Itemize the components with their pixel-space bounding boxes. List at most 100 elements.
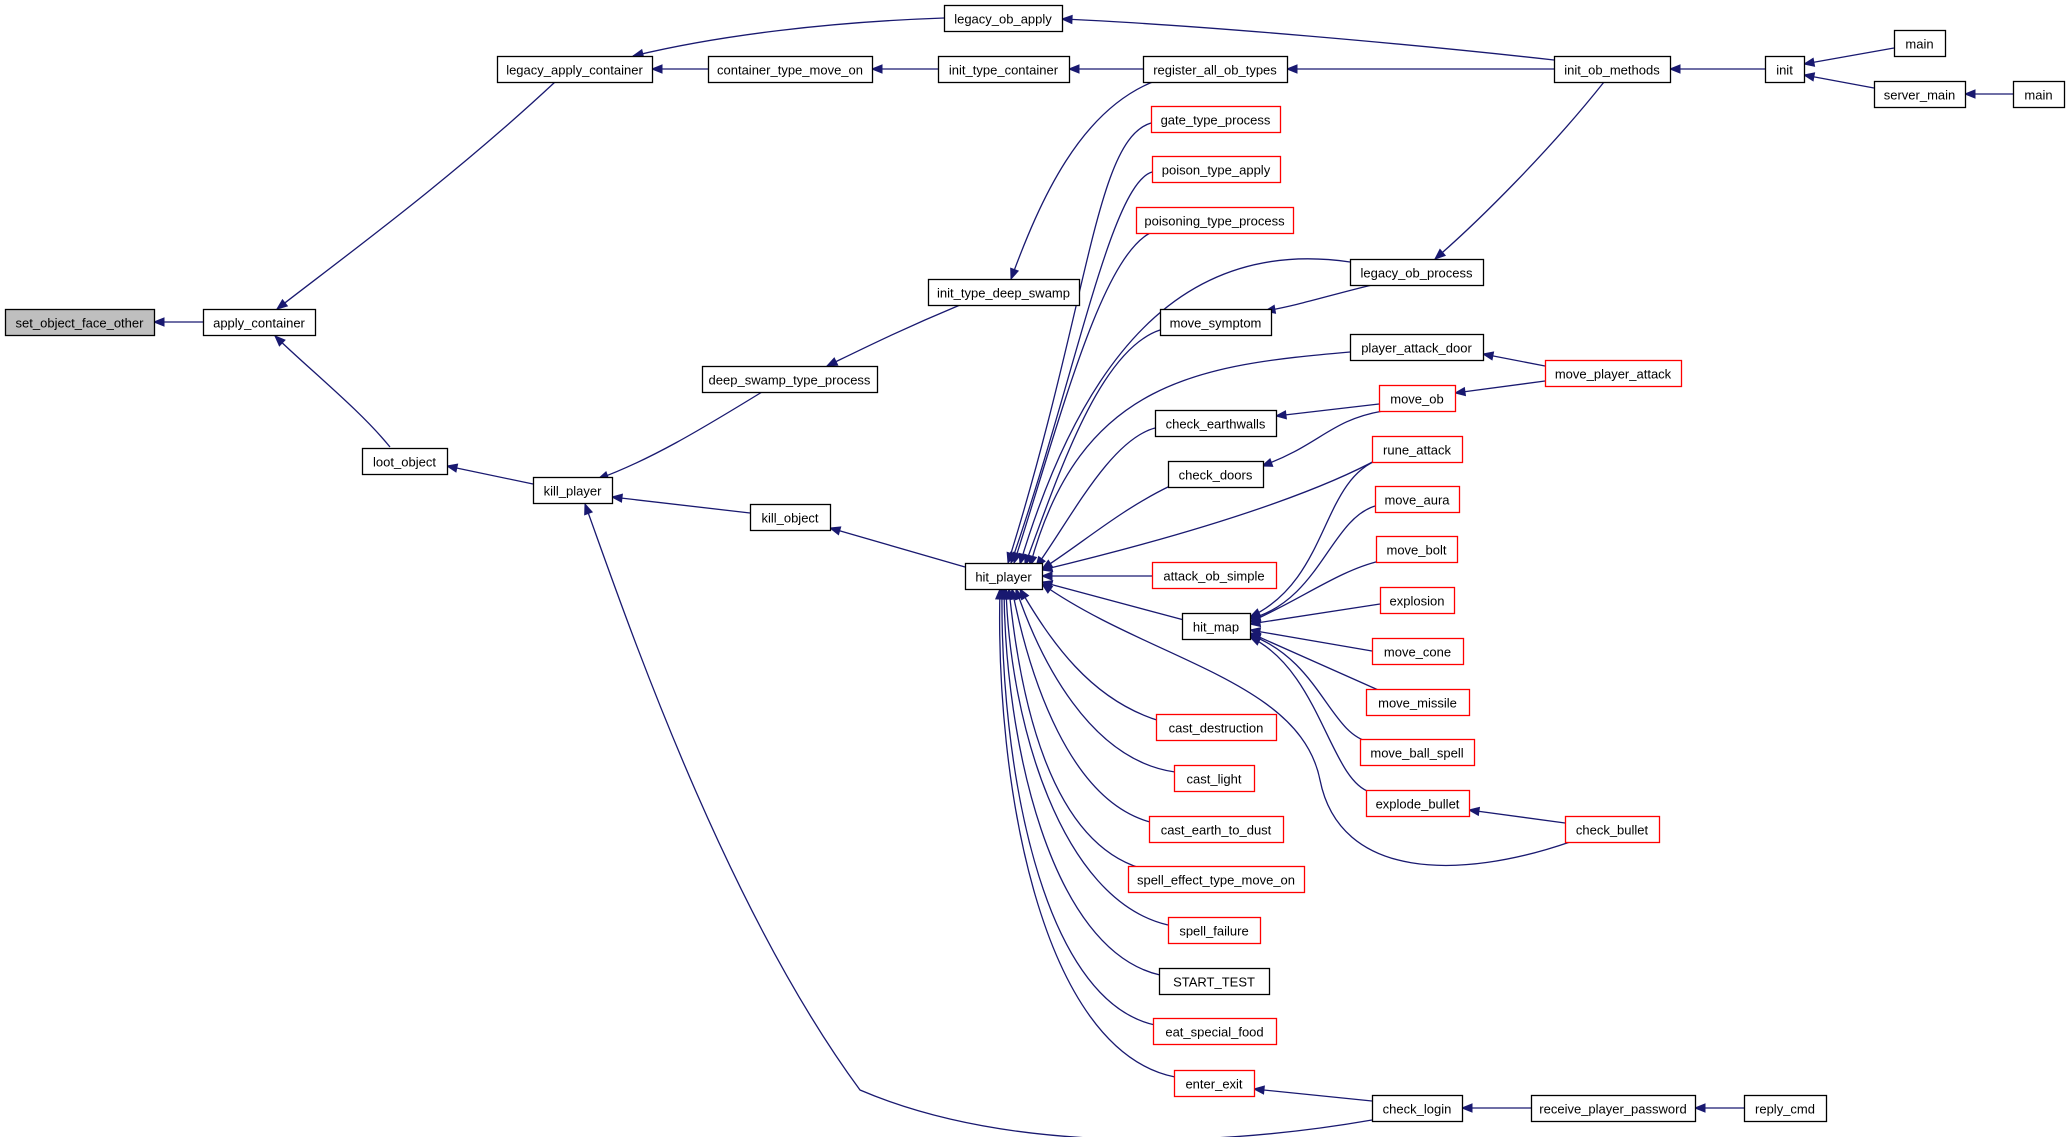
node-label: move_bolt [1387,543,1447,558]
node-explode-bullet[interactable]: explode_bullet [1365,789,1471,818]
node-move-player-attack[interactable]: move_player_attack [1544,359,1683,388]
node-move-symptom[interactable]: move_symptom [1159,308,1273,337]
node-label: reply_cmd [1755,1102,1815,1117]
node-cast-destruction[interactable]: cast_destruction [1155,713,1278,742]
node-move-ball-spell[interactable]: move_ball_spell [1359,738,1476,767]
node-kill-object[interactable]: kill_object [749,503,832,532]
node-register-all-ob-types[interactable]: register_all_ob_types [1142,55,1289,84]
node-move-missile[interactable]: move_missile [1365,688,1471,717]
node-cast-earth-to-dust[interactable]: cast_earth_to_dust [1148,815,1285,844]
node-label: rune_attack [1383,443,1451,458]
node-box [1173,764,1256,793]
edge-player_attack_door-to-hit_player [1029,351,1351,567]
node-cast-light[interactable]: cast_light [1173,764,1256,793]
node-box [964,562,1044,591]
node-container-type-move-on[interactable]: container_type_move_on [707,55,874,84]
node-attack-ob-simple[interactable]: attack_ob_simple [1151,561,1278,590]
arrowhead-icon [1040,571,1053,581]
node-label: attack_ob_simple [1163,569,1264,584]
arrowhead-icon [1067,64,1080,74]
node-box [1365,688,1471,717]
node-box [1530,1094,1697,1123]
edge-legacy_ob_apply-to-legacy_apply_container [632,17,945,57]
node-poison-type-apply[interactable]: poison_type_apply [1151,155,1282,184]
node-move-bolt[interactable]: move_bolt [1375,535,1459,564]
node-label: init [1776,63,1793,78]
node-player-attack-door[interactable]: player_attack_door [1349,333,1485,362]
arrowhead-icon [1481,351,1495,361]
node-apply-container[interactable]: apply_container [202,308,317,337]
node-legacy-apply-container[interactable]: legacy_apply_container [496,55,654,84]
edge-check_bullet-to-hit_player [1041,583,1571,867]
node-receive-player-password[interactable]: receive_player_password [1530,1094,1697,1123]
node-label: move_symptom [1170,316,1262,331]
arrowhead-icon [1248,636,1262,646]
node-box [707,55,874,84]
node-init-type-deep-swamp[interactable]: init_type_deep_swamp [927,278,1081,307]
node-reply-cmd[interactable]: reply_cmd [1743,1094,1828,1123]
node-init[interactable]: init [1764,55,1806,84]
node-label: cast_light [1187,772,1242,787]
node-box [496,55,654,84]
node-label: move_ob [1390,392,1443,407]
edge-legacy_apply_container-to-apply_container [276,81,556,310]
edge-move_bolt-to-hit_map [1249,560,1381,623]
node-box [1349,333,1485,362]
edge-kill_player-to-loot_object [446,465,534,485]
node-move-cone[interactable]: move_cone [1371,637,1465,666]
edge-eat_special_food-to-hit_player [1001,588,1156,1026]
edge-hit_map-to-hit_player [1041,581,1185,621]
node-label: spell_failure [1179,924,1248,939]
edge-move_aura-to-hit_map [1249,505,1376,620]
node-box [1371,637,1465,666]
node-gate-type-process[interactable]: gate_type_process [1150,105,1282,134]
edge-cast_light-to-hit_player [1015,588,1176,773]
node-main-b[interactable]: main [2012,80,2066,109]
node-poisoning-type-process[interactable]: poisoning_type_process [1135,206,1295,235]
node-check-login[interactable]: check_login [1371,1094,1464,1123]
node-spell-failure[interactable]: spell_failure [1167,916,1262,945]
arrowhead-icon [1668,64,1681,74]
node-box [1374,485,1461,514]
node-hit-player[interactable]: hit_player [964,562,1044,591]
edge-init_type_deep_swamp-to-deep_swamp_type_process [826,304,961,367]
node-init-ob-methods[interactable]: init_ob_methods [1553,55,1672,84]
node-legacy-ob-process[interactable]: legacy_ob_process [1349,258,1485,287]
node-legacy-ob-apply[interactable]: legacy_ob_apply [943,4,1064,33]
node-loot-object[interactable]: loot_object [361,447,449,476]
node-hit-map[interactable]: hit_map [1181,612,1252,641]
node-enter-exit[interactable]: enter_exit [1173,1069,1256,1098]
node-spell-effect-type-move-on[interactable]: spell_effect_type_move_on [1127,865,1306,894]
node-set-object-face-other[interactable]: set_object_face_other [4,308,156,337]
node-box [1167,460,1265,489]
node-explosion[interactable]: explosion [1379,586,1456,615]
arrowhead-icon [650,64,663,74]
edge-spell_failure-to-hit_player [1005,588,1169,926]
node-move-ob[interactable]: move_ob [1378,384,1457,413]
arrowhead-icon [274,335,286,347]
node-box [1371,435,1464,464]
edge-check_bullet-to-explode_bullet [1468,809,1566,824]
node-check-earthwalls[interactable]: check_earthwalls [1154,409,1278,438]
node-box [749,503,832,532]
node-check-bullet[interactable]: check_bullet [1564,815,1661,844]
node-kill-player[interactable]: kill_player [532,476,614,505]
node-rune-attack[interactable]: rune_attack [1371,435,1464,464]
node-init-type-container[interactable]: init_type_container [937,55,1071,84]
node-label: kill_player [544,484,602,499]
node-server-main[interactable]: server_main [1873,80,1967,109]
arrowhead-icon [1252,1085,1265,1095]
node-label: container_type_move_on [717,63,863,78]
node-eat-special-food[interactable]: eat_special_food [1152,1017,1278,1046]
node-box [1893,29,1947,58]
node-check-doors[interactable]: check_doors [1167,460,1265,489]
node-main-a[interactable]: main [1893,29,1947,58]
arrowhead-icon [825,357,839,367]
node-deep-swamp-type-process[interactable]: deep_swamp_type_process [701,365,879,394]
edge-rune_attack-to-hit_map [1249,458,1381,618]
node-move-aura[interactable]: move_aura [1374,485,1461,514]
node-start-test[interactable]: START_TEST [1158,967,1271,996]
arrowhead-icon [1963,89,1976,99]
node-box [1349,258,1485,287]
arrowhead-icon [1285,64,1298,74]
